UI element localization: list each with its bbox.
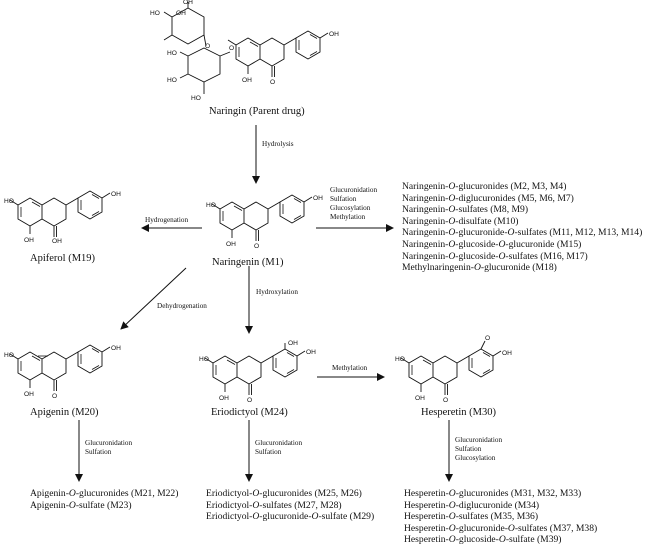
atom-label: O (52, 393, 57, 400)
structure-eriodictyol (204, 348, 306, 396)
atom-label: O (247, 397, 252, 404)
atom-label: OH (52, 238, 62, 245)
structure-apiferol (9, 190, 111, 238)
arrow-dehydrogenation (120, 267, 187, 330)
atom-label: O (443, 397, 448, 404)
atom-label: OH (502, 350, 512, 357)
structure-naringin (163, 2, 329, 94)
reaction-hydroxylation: Hydroxylation (256, 288, 298, 296)
list-item: Eriodictyol-O-sulfates (M27, M28) (206, 499, 342, 511)
structure-naringenin (211, 194, 313, 242)
atom-label: O (485, 335, 490, 342)
atom-label: OH (219, 395, 229, 402)
label-apiferol: Apiferol (M19) (30, 253, 96, 264)
label-naringenin: Naringenin (M1) (212, 257, 284, 268)
structure-apigenin (9, 344, 111, 392)
label-hesperetin: Hesperetin (M30) (421, 407, 496, 418)
reaction-dehydrogenation: Dehydrogenation (157, 302, 207, 310)
list-item: Apigenin-O-glucuronides (M21, M22) (30, 488, 179, 499)
conj-apigenin: Glucuronidation Sulfation (85, 439, 133, 456)
metabolites-apigenin: Apigenin-O-glucuronides (M21, M22) Apige… (30, 488, 178, 511)
list-item: Naringenin-O-glucoside-O-glucuronide (M1… (402, 238, 582, 250)
naringin-atom-oh2: OH (183, 0, 193, 6)
naringin-atom-ho4: HO (191, 95, 201, 102)
list-item: Naringenin-O-glucoside-O-sulfates (M16, … (402, 250, 588, 262)
structure-hesperetin (400, 348, 502, 396)
reaction-hydrogenation: Hydrogenation (145, 216, 189, 224)
atom-label: OH (415, 395, 425, 402)
atom-label: OH (24, 237, 34, 244)
atom-label: OH (313, 195, 323, 202)
list-item: Methylnaringenin-O-glucuronide (M18) (402, 262, 557, 274)
label-apigenin: Apigenin (M20) (30, 407, 99, 418)
naringin-atom-oh5: OH (242, 77, 252, 84)
atom-label: OH (111, 191, 121, 198)
label-naringin: Naringin (Parent drug) (209, 106, 305, 117)
list-item: Hesperetin-O-diglucuronide (M34) (404, 499, 540, 511)
naringin-atom-ho1: HO (150, 10, 160, 17)
naringin-atom-o2: O (229, 45, 234, 52)
list-item: Naringenin-O-glucuronide-O-sulfates (M11… (402, 227, 643, 239)
list-item: Hesperetin-O-glucuronides (M31, M32, M33… (404, 488, 582, 499)
atom-label: HO (206, 202, 216, 209)
atom-label: OH (288, 340, 298, 347)
metabolites-hesperetin: Hesperetin-O-glucuronides (M31, M32, M33… (404, 488, 597, 546)
reaction-hydrolysis: Hydrolysis (262, 140, 294, 148)
list-item: Hesperetin-O-glucoside-O-sulfate (M39) (404, 534, 562, 546)
list-item: Naringenin-O-disulfate (M10) (402, 215, 519, 227)
conj-hesperetin: Glucuronidation Sulfation Glucosylation (455, 436, 503, 462)
conj-eriodictyol: Glucuronidation Sulfation (255, 439, 303, 456)
reaction-methylation: Methylation (332, 364, 368, 372)
naringin-atom-ho2: HO (167, 50, 177, 57)
list-item: Hesperetin-O-glucuronide-O-sulfates (M37… (404, 522, 598, 534)
atom-label: HO (4, 352, 14, 359)
list-item: Apigenin-O-sulfate (M23) (30, 499, 132, 511)
atom-label: OH (111, 345, 121, 352)
atom-label: OH (306, 349, 316, 356)
naringin-atom-oh-b: OH (329, 31, 339, 38)
naringin-atom-oh1: OH (176, 10, 186, 17)
list-item: Naringenin-O-glucuronides (M2, M3, M4) (402, 181, 567, 192)
conj-naringenin: Glucuronidation Sulfation Glucosylation … (330, 186, 378, 221)
metabolites-eriodictyol: Eriodictyol-O-glucuronides (M25, M26) Er… (206, 488, 374, 523)
atom-label: OH (24, 391, 34, 398)
naringin-atom-o4: O (270, 79, 275, 86)
list-item: Naringenin-O-diglucuronides (M5, M6, M7) (402, 192, 574, 204)
atom-label: HO (199, 356, 209, 363)
atom-label: OH (226, 241, 236, 248)
list-item: Hesperetin-O-sulfates (M35, M36) (404, 511, 539, 523)
naringin-atom-o1: O (205, 43, 210, 50)
atom-label: HO (4, 198, 14, 205)
list-item: Eriodictyol-O-glucuronide-O-sulfate (M29… (206, 511, 375, 523)
list-item: Eriodictyol-O-glucuronides (M25, M26) (206, 488, 362, 499)
metabolites-naringenin: Naringenin-O-glucuronides (M2, M3, M4) N… (402, 181, 642, 274)
label-eriodictyol: Eriodictyol (M24) (211, 407, 288, 418)
list-item: Naringenin-O-sulfates (M8, M9) (402, 204, 529, 216)
atom-label: HO (395, 356, 405, 363)
atom-label: O (254, 243, 259, 250)
naringin-atom-ho3: HO (167, 77, 177, 84)
